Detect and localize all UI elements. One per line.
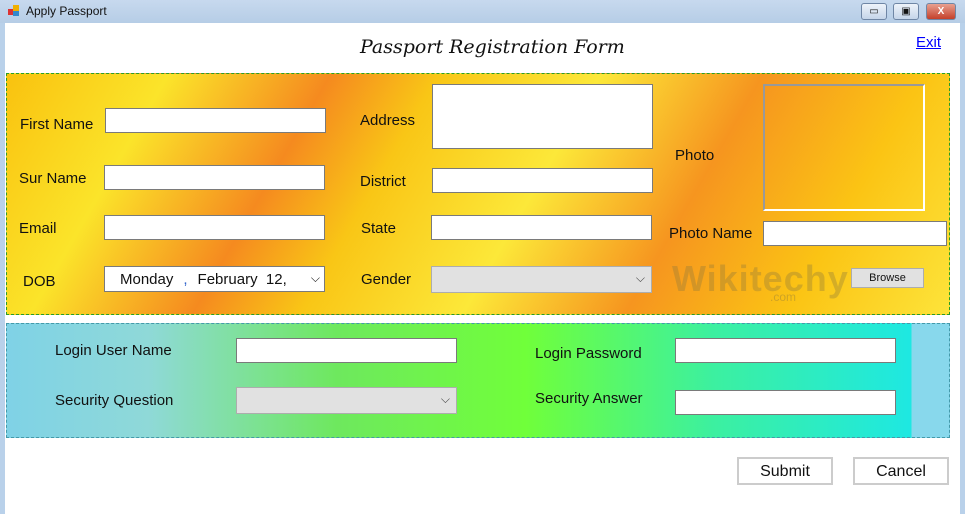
chevron-down-icon: ⌵ — [440, 392, 450, 406]
address-label: Address — [360, 112, 416, 129]
security-answer-label: Security Answer — [535, 390, 643, 407]
security-answer-input[interactable] — [675, 390, 896, 415]
login-user-name-input[interactable] — [236, 338, 457, 363]
photo-name-label: Photo Name — [669, 225, 753, 242]
login-password-input[interactable] — [675, 338, 896, 363]
security-question-label: Security Question — [55, 392, 174, 409]
dob-separator: , — [183, 271, 188, 288]
close-button[interactable]: X — [926, 3, 956, 20]
security-question-select[interactable]: ⌵ — [236, 387, 457, 414]
page-title: Passport Registration Form — [360, 36, 625, 58]
first-name-label: First Name — [20, 116, 94, 133]
app-icon — [8, 5, 19, 16]
minimize-button[interactable]: ▭ — [861, 3, 887, 20]
photo-name-input[interactable] — [763, 221, 947, 246]
dob-date-picker[interactable]: Monday, February 12, ⌵ — [104, 266, 325, 292]
exit-link[interactable]: Exit — [916, 34, 942, 51]
district-input[interactable] — [432, 168, 653, 193]
title-bar: Apply Passport ▭ ▣ X — [0, 0, 965, 23]
state-label: State — [361, 220, 397, 237]
window-title: Apply Passport — [26, 4, 107, 18]
dob-day: Monday — [120, 271, 174, 288]
sur-name-input[interactable] — [104, 165, 325, 190]
chevron-down-icon: ⌵ — [310, 271, 320, 285]
district-label: District — [360, 173, 406, 190]
wikitechy-watermark: Wikitechy — [672, 258, 849, 299]
dob-month-day: February 12, — [197, 271, 287, 288]
maximize-button[interactable]: ▣ — [893, 3, 919, 20]
first-name-input[interactable] — [105, 108, 326, 133]
dob-label: DOB — [23, 273, 56, 290]
cancel-button[interactable]: Cancel — [853, 457, 949, 485]
gender-select[interactable]: ⌵ — [431, 266, 652, 293]
browse-button[interactable]: Browse — [851, 268, 924, 288]
wikitechy-watermark-sub: .com — [770, 290, 797, 304]
address-textarea[interactable] — [432, 84, 653, 149]
sur-name-label: Sur Name — [19, 170, 87, 187]
chevron-down-icon: ⌵ — [635, 271, 645, 285]
login-password-label: Login Password — [535, 345, 642, 362]
email-input[interactable] — [104, 215, 325, 240]
photo-box — [763, 84, 925, 211]
email-label: Email — [19, 220, 57, 237]
state-input[interactable] — [431, 215, 652, 240]
submit-button[interactable]: Submit — [737, 457, 833, 485]
login-user-name-label: Login User Name — [55, 342, 172, 359]
photo-label: Photo — [675, 147, 715, 164]
gender-label: Gender — [361, 271, 412, 288]
